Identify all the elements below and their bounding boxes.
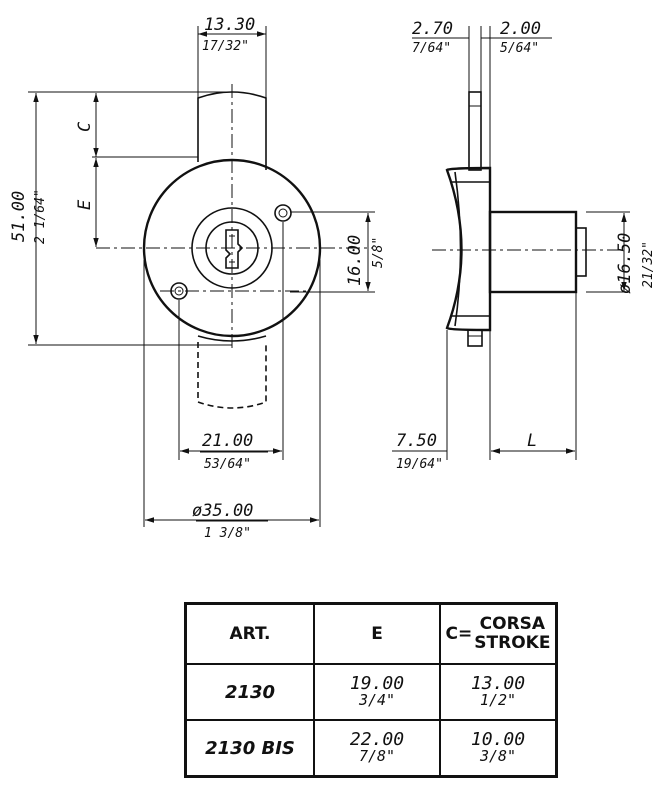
header-art: ART. [184,602,315,665]
side-view: 2.70 7/64" 2.00 5/64" ø16.50 21/32" 7.50… [392,19,656,472]
cylinder-mm: 16.00 [345,235,365,286]
flange-diameter-inch: 1 3/8" [204,526,251,541]
row-c-inch: 3/8" [479,747,517,765]
bolt-thickness-mm: 2.70 [412,19,453,39]
row-e: 19.00 3/4" [313,663,441,721]
row-e: 22.00 7/8" [313,719,441,778]
header-c-line2: STROKE [474,633,551,653]
table-header-row: ART. E C= CORSA STROKE [184,602,558,665]
side-bolt-lower [467,329,483,347]
height-mm: 51.00 [9,191,29,242]
side-flange [445,166,492,332]
row-c-mm: 13.00 [470,673,526,694]
side-bolt [468,91,482,171]
flange-diameter-mm: ø35.00 [192,501,253,521]
plate-thickness-mm: 2.00 [500,19,541,39]
row-e-inch: 3/4" [358,691,396,709]
height-inch: 2 1/64" [33,189,48,244]
label-e: E [75,199,95,210]
holes-spacing-inch: 53/64" [204,457,251,472]
top-width-inch: 17/32" [202,39,249,54]
label-c: C [75,121,95,132]
header-c-prefix: C= [445,624,473,644]
keyway-icon [225,229,244,269]
flange-depth-mm: 7.50 [396,431,437,451]
row-art: 2130 [184,663,315,721]
body-diameter-mm: ø16.50 [615,233,635,294]
bolt-retracted-hidden [197,342,267,409]
row-e-inch: 7/8" [358,747,396,765]
screw-hole-upper [274,204,292,222]
bolt-thickness-inch: 7/64" [412,41,451,56]
cylinder-inch: 5/8" [371,237,386,268]
front-view: 13.30 17/32" 51.00 2 1/64" C E 16.00 5/8… [9,15,386,541]
plate-thickness-inch: 5/64" [500,41,539,56]
row-c-mm: 10.00 [470,729,526,750]
body-diameter-inch: 21/32" [641,241,656,288]
table-row: 2130 BIS 22.00 7/8" 10.00 3/8" [184,719,558,778]
row-art: 2130 BIS [184,719,315,778]
top-width-mm: 13.30 [204,15,255,35]
row-c: 13.00 1/2" [439,663,558,721]
header-c: C= CORSA STROKE [439,602,558,665]
side-tail [575,227,587,277]
row-c-inch: 1/2" [479,691,517,709]
row-e-mm: 22.00 [349,729,405,750]
spec-table: ART. E C= CORSA STROKE 2130 19.00 3/4" 1… [184,602,558,778]
side-body [488,210,578,294]
row-c: 10.00 3/8" [439,719,558,778]
table-row: 2130 19.00 3/4" 13.00 1/2" [184,663,558,721]
row-e-mm: 19.00 [349,673,405,694]
flange-depth-inch: 19/64" [396,457,443,472]
label-l: L [527,431,537,451]
holes-spacing-mm: 21.00 [202,431,253,451]
header-e: E [313,602,441,665]
header-c-line1: CORSA [479,614,546,634]
